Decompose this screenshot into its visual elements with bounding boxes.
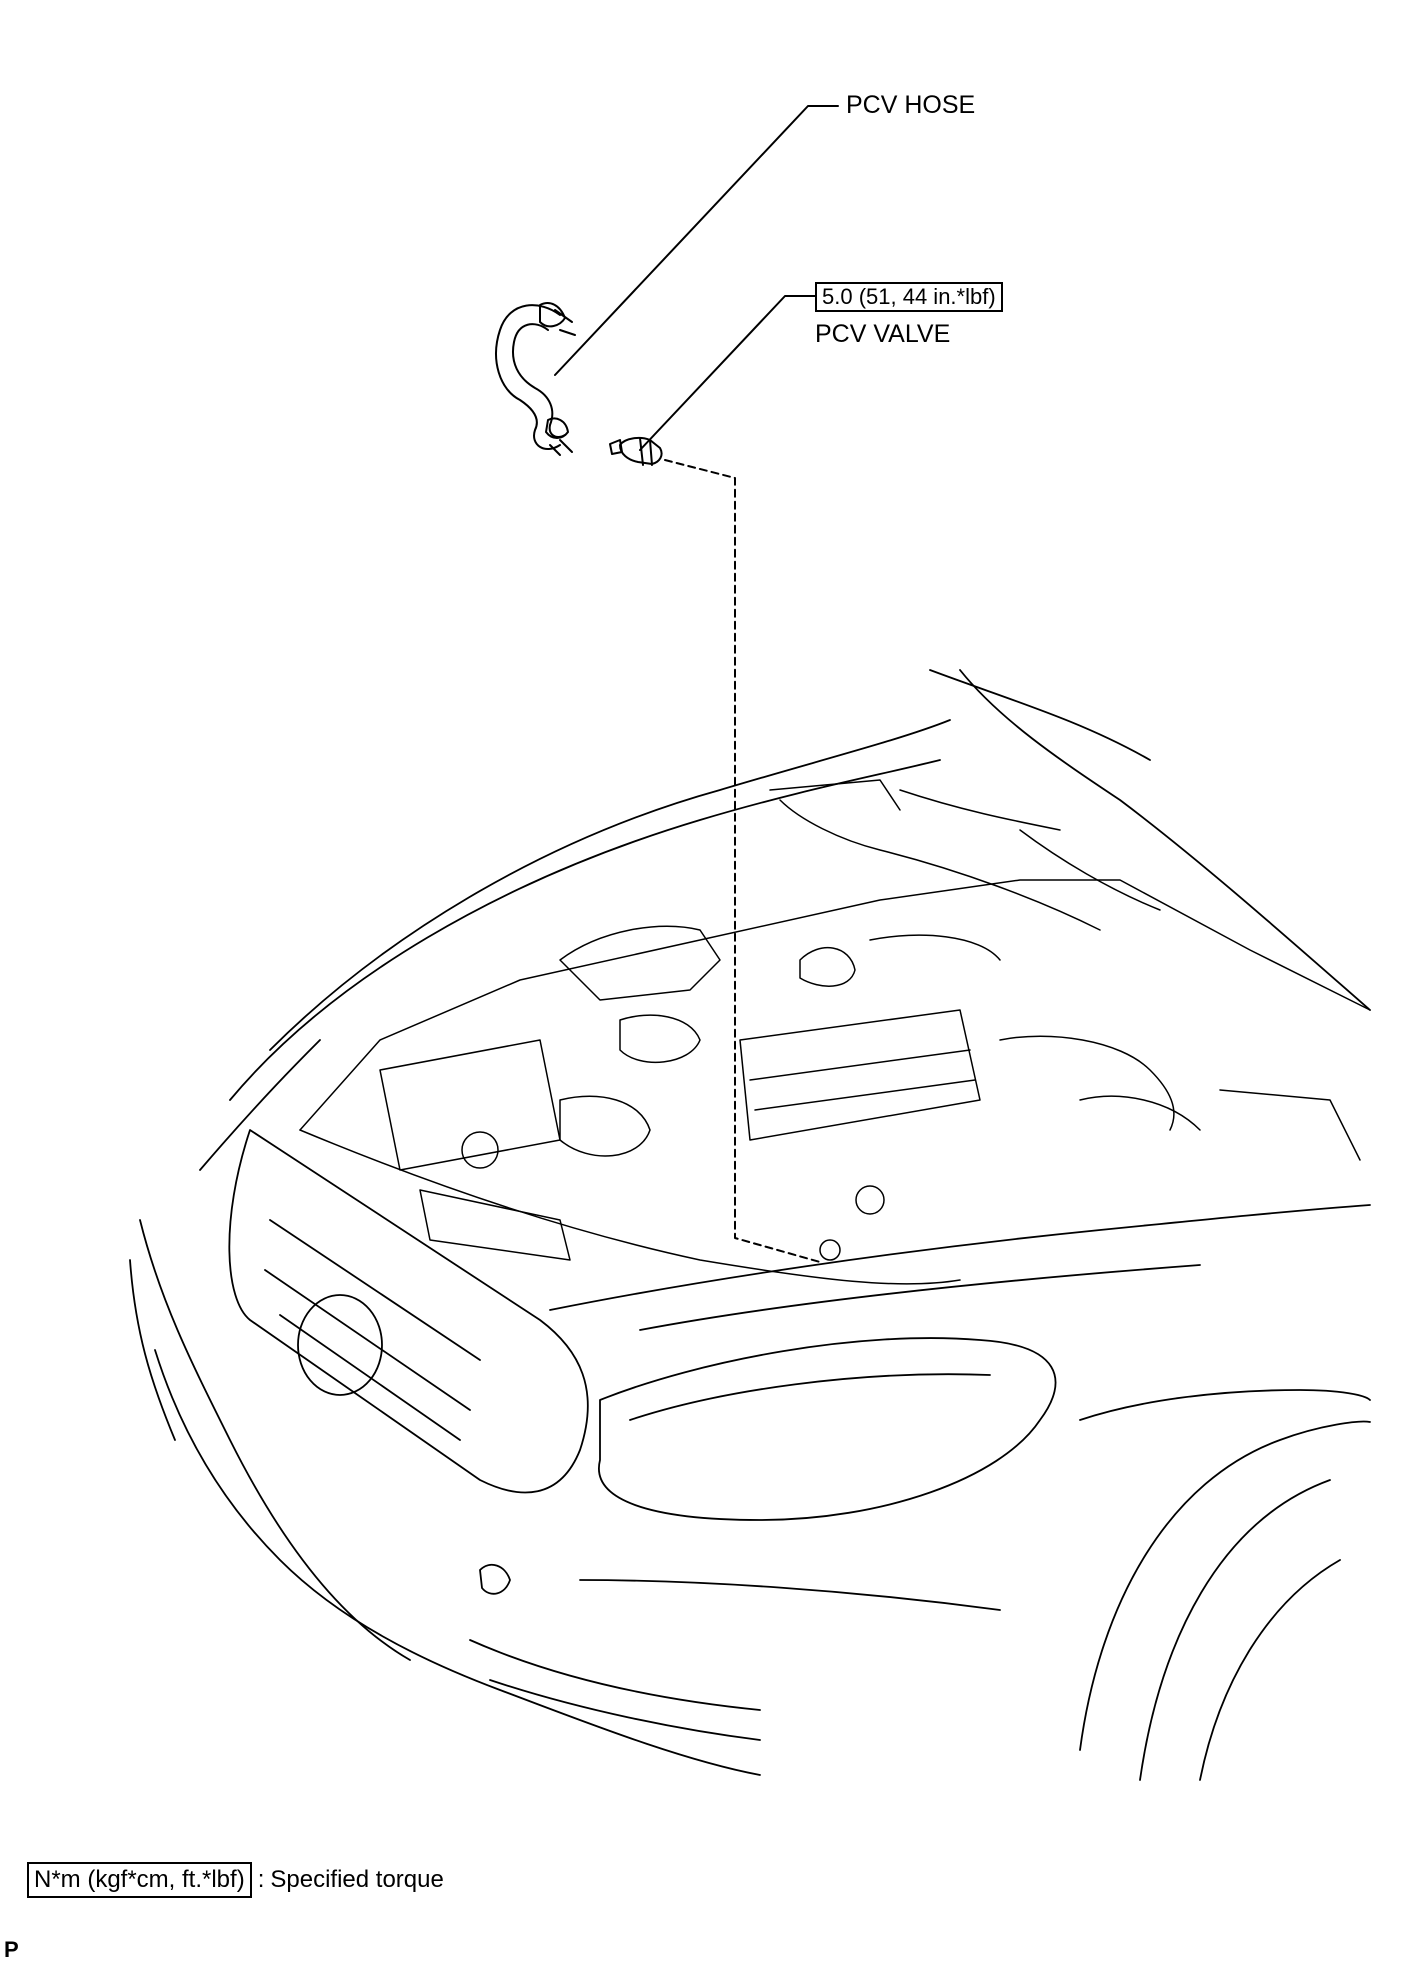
- torque-legend: N*m (kgf*cm, ft.*lbf) : Specified torque: [27, 1862, 444, 1898]
- corner-mark: P: [4, 1937, 19, 1962]
- engine-bay-drawing: [299, 779, 1371, 1285]
- install-path-dashed-line: [664, 459, 821, 1263]
- legend-torque-box: N*m (kgf*cm, ft.*lbf): [27, 1862, 252, 1898]
- legend-separator: :: [257, 1866, 265, 1893]
- legend-description: Specified torque: [270, 1866, 444, 1893]
- pcv-hose-leader: [554, 105, 839, 376]
- torque-value-box: 5.0 (51, 44 in.*lbf): [815, 282, 1003, 312]
- pcv-valve-label: PCV VALVE: [815, 320, 951, 348]
- pcv-valve-leader: [639, 295, 816, 451]
- pcv-valve-part: [609, 436, 663, 466]
- pcv-hose-part: [495, 302, 576, 456]
- car-line-drawing: [129, 669, 1371, 1781]
- pcv-hose-label: PCV HOSE: [846, 91, 976, 119]
